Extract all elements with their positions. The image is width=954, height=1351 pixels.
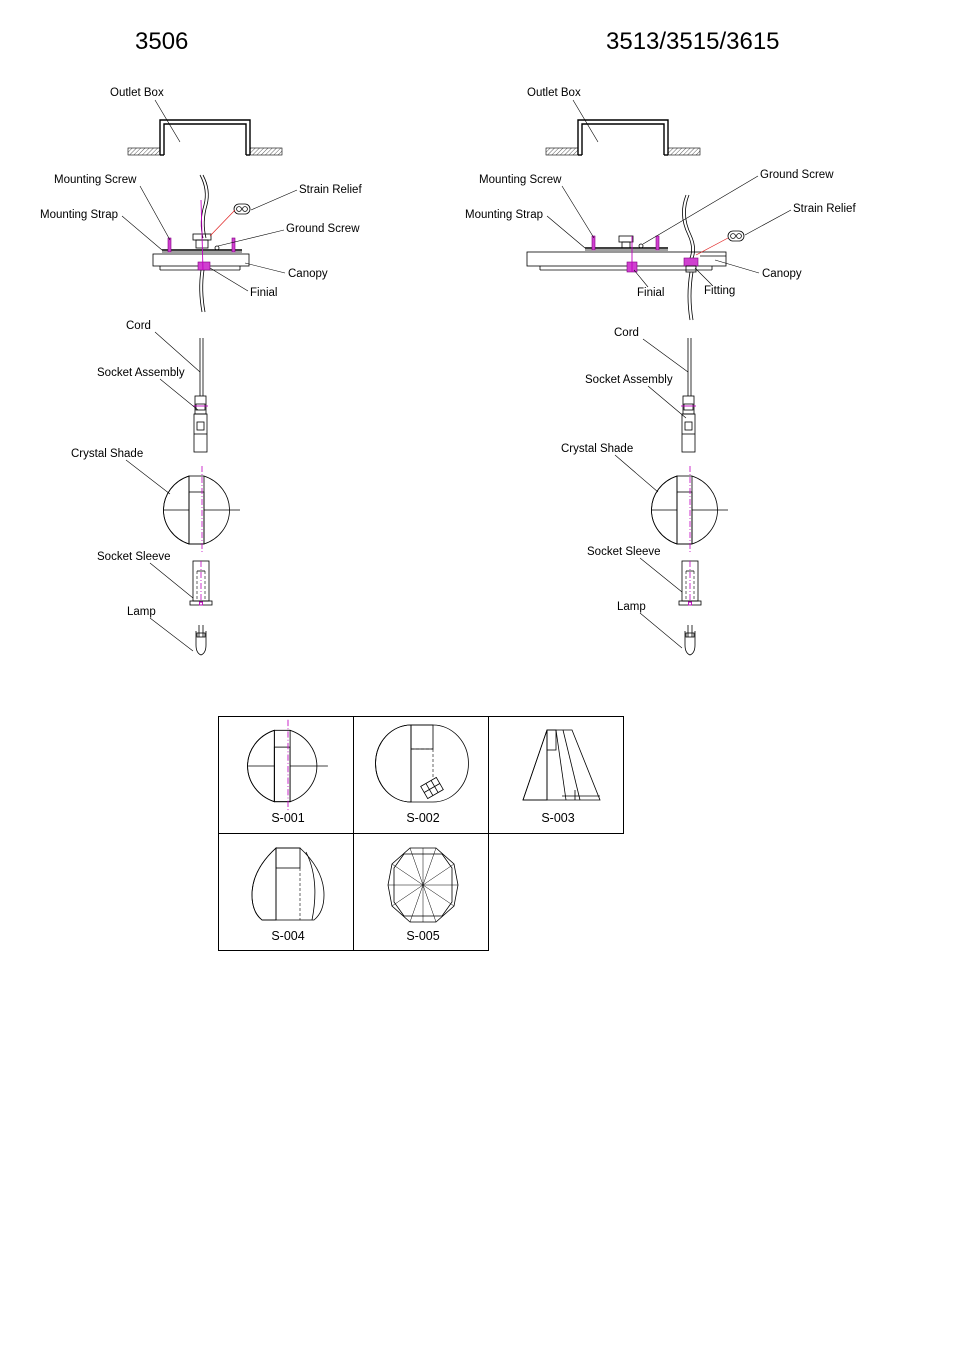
label-crystal-shade: Crystal Shade: [71, 448, 143, 460]
label-finial: Finial: [250, 287, 277, 299]
shade-options-table: S-001 S-002: [218, 716, 624, 951]
label-lamp: Lamp: [127, 606, 156, 618]
left-assembly: Outlet Box: [40, 87, 362, 656]
label-cord: Cord: [126, 320, 151, 332]
label-mounting-screw: Mounting Screw: [479, 174, 562, 186]
label-canopy: Canopy: [288, 268, 328, 280]
label-strain-relief: Strain Relief: [299, 184, 362, 196]
label-socket-assembly: Socket Assembly: [97, 367, 185, 379]
shade-code: S-005: [406, 929, 439, 943]
shade-code: S-002: [406, 811, 439, 825]
shade-s-002: S-002: [375, 724, 469, 825]
label-cord: Cord: [614, 327, 639, 339]
label-outlet-box: Outlet Box: [527, 87, 581, 99]
label-ground-screw: Ground Screw: [760, 169, 834, 181]
label-mounting-strap: Mounting Strap: [465, 209, 543, 221]
label-mounting-strap: Mounting Strap: [40, 209, 118, 221]
shade-code: S-003: [541, 811, 574, 825]
label-canopy: Canopy: [762, 268, 802, 280]
shade-s-003: S-003: [522, 729, 601, 825]
label-socket-sleeve: Socket Sleeve: [97, 551, 171, 563]
label-lamp: Lamp: [617, 601, 646, 613]
label-strain-relief: Strain Relief: [793, 203, 856, 215]
label-socket-assembly: Socket Assembly: [585, 374, 673, 386]
right-canopy: [526, 194, 727, 321]
label-outlet-box: Outlet Box: [110, 87, 164, 99]
shade-s-005: S-005: [387, 847, 459, 943]
right-model-title: 3513/3515/3615: [606, 28, 780, 55]
label-finial: Finial: [637, 287, 664, 299]
left-canopy: [152, 174, 250, 313]
label-fitting: Fitting: [704, 285, 735, 297]
left-model-title: 3506: [135, 28, 189, 55]
label-crystal-shade: Crystal Shade: [561, 443, 633, 455]
label-ground-screw: Ground Screw: [286, 223, 360, 235]
shade-code: S-004: [271, 929, 304, 943]
shade-code: S-001: [271, 811, 304, 825]
shade-s-004: S-004: [251, 847, 325, 943]
label-socket-sleeve: Socket Sleeve: [587, 546, 661, 558]
label-mounting-screw: Mounting Screw: [54, 174, 137, 186]
shade-s-001: S-001: [247, 719, 329, 825]
right-assembly: Outlet Box: [465, 87, 856, 656]
